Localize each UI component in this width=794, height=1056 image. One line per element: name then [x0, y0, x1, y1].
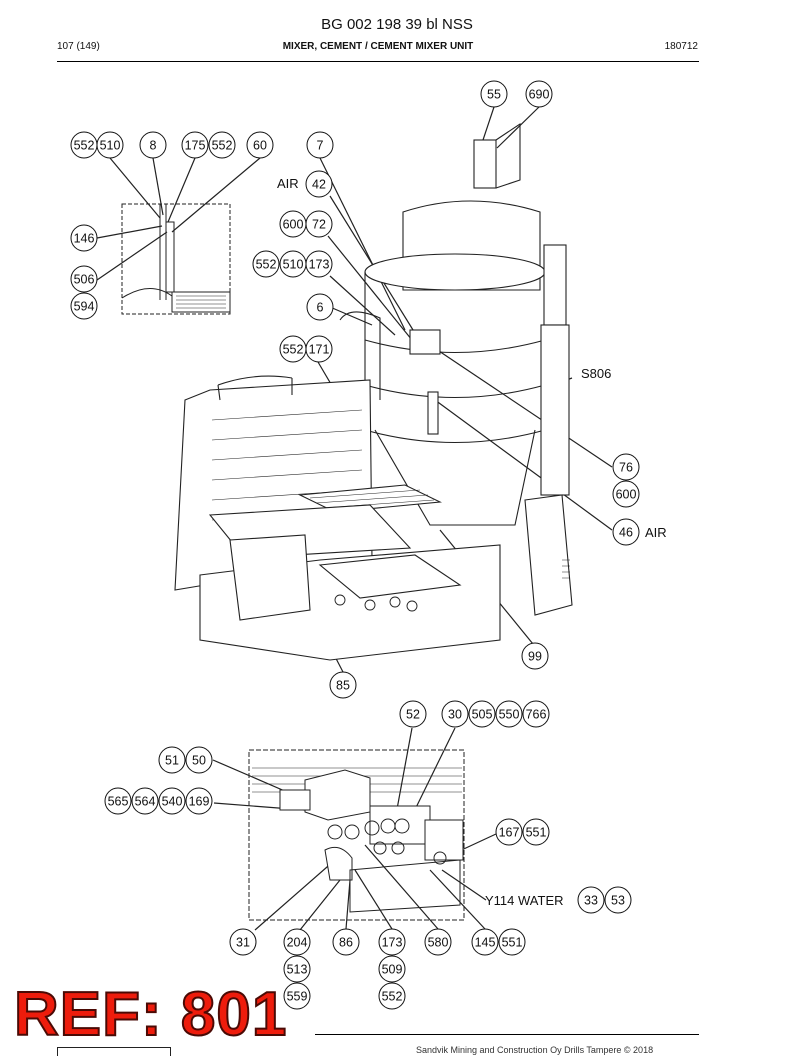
- callout-551: 551: [502, 936, 523, 950]
- callout-766: 766: [526, 708, 547, 722]
- callout-690: 690: [529, 88, 550, 102]
- footer-rule: [315, 1034, 699, 1035]
- callout-564: 564: [135, 795, 156, 809]
- copyright-text: Sandvik Mining and Construction Oy Drill…: [416, 1045, 654, 1055]
- callout-173: 173: [382, 936, 403, 950]
- callout-550: 550: [499, 708, 520, 722]
- callout-552: 552: [256, 258, 277, 272]
- callout-565: 565: [108, 795, 129, 809]
- page-number: 107 (149): [57, 41, 100, 52]
- callout-146: 146: [74, 232, 95, 246]
- main-assembly: [174, 122, 573, 661]
- callout-552: 552: [382, 990, 403, 1004]
- callout-552: 552: [283, 343, 304, 357]
- callout-circles: [70, 80, 640, 1010]
- callout-540: 540: [162, 795, 183, 809]
- callout-513: 513: [287, 963, 308, 977]
- callout-552: 552: [74, 139, 95, 153]
- callout-173: 173: [309, 258, 330, 272]
- callout-505: 505: [472, 708, 493, 722]
- air-label-right: AIR: [645, 525, 667, 540]
- callout-6: 6: [317, 301, 324, 315]
- callout-594: 594: [74, 300, 95, 314]
- air-label-top: AIR: [277, 176, 299, 191]
- callout-175: 175: [185, 139, 206, 153]
- callout-559: 559: [287, 990, 308, 1004]
- callout-85: 85: [336, 679, 350, 693]
- callout-55: 55: [487, 88, 501, 102]
- callout-30: 30: [448, 708, 462, 722]
- y114-water-label: Y114 WATER: [485, 893, 564, 908]
- callout-600: 600: [283, 218, 304, 232]
- callout-7: 7: [317, 139, 324, 153]
- callout-33: 33: [584, 894, 598, 908]
- callout-51: 51: [165, 754, 179, 768]
- callout-552: 552: [212, 139, 233, 153]
- callout-506: 506: [74, 273, 95, 287]
- document-id: BG 002 198 39 bl NSS: [321, 16, 473, 33]
- callout-52: 52: [406, 708, 420, 722]
- s806-label: S806: [581, 366, 611, 381]
- valve-block-detail: [248, 749, 465, 921]
- section-title: MIXER, CEMENT / CEMENT MIXER UNIT: [282, 41, 474, 52]
- callout-76: 76: [619, 461, 633, 475]
- callout-167: 167: [499, 826, 520, 840]
- callout-46: 46: [619, 526, 633, 540]
- callout-86: 86: [339, 936, 353, 950]
- callout-99: 99: [528, 650, 542, 664]
- callout-510: 510: [283, 258, 304, 272]
- callout-31: 31: [236, 936, 250, 950]
- callout-50: 50: [192, 754, 206, 768]
- callout-510: 510: [100, 139, 121, 153]
- header-rule: [57, 61, 699, 62]
- callout-600: 600: [616, 488, 637, 502]
- callout-72: 72: [312, 218, 326, 232]
- callout-53: 53: [611, 894, 625, 908]
- callout-numbers: 55 690 552 510 8 175 552 60 7 42 146 600…: [74, 88, 637, 1004]
- callout-204: 204: [287, 936, 308, 950]
- ref-stamp: REF: 801: [13, 980, 288, 1049]
- date-code: 180712: [664, 41, 698, 52]
- callout-145: 145: [475, 936, 496, 950]
- callout-42: 42: [312, 178, 326, 192]
- callout-509: 509: [382, 963, 403, 977]
- callout-580: 580: [428, 936, 449, 950]
- callout-8: 8: [150, 139, 157, 153]
- brand-logo: [57, 1047, 171, 1056]
- callout-551: 551: [526, 826, 547, 840]
- detail-inset: [121, 203, 231, 315]
- callout-169: 169: [189, 795, 210, 809]
- callout-60: 60: [253, 139, 267, 153]
- callout-171: 171: [309, 343, 330, 357]
